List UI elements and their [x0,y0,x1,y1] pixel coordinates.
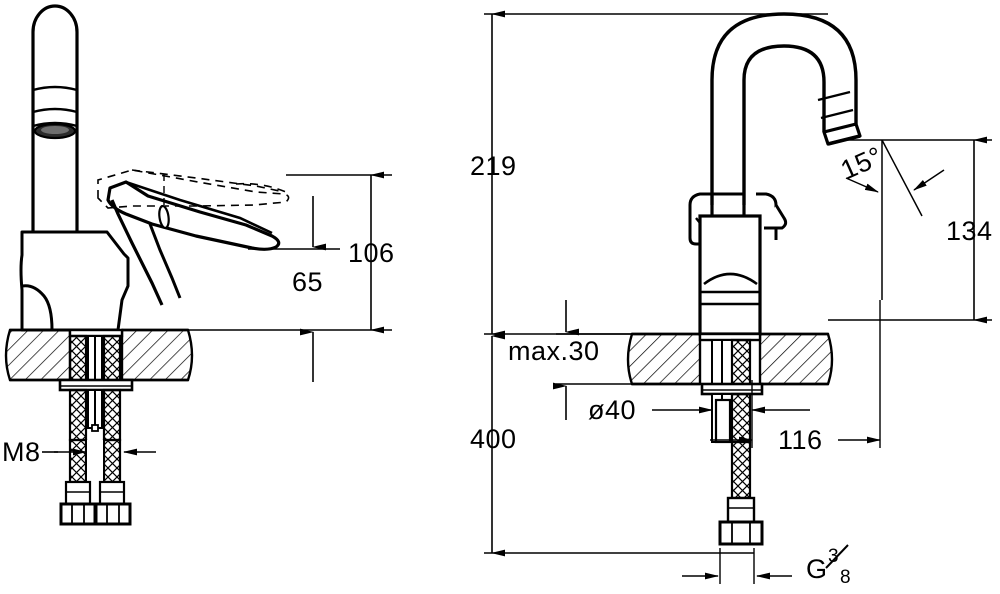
mounting-studs-left [58,328,134,526]
dimension-m8: M8 [2,437,156,467]
dimension-dia40-label: ø40 [588,395,636,425]
dimension-116-label: 116 [778,425,823,455]
body-casting-left [19,230,130,332]
dimension-219-label: 219 [470,151,517,181]
lever-handle-raised-phantom-left [97,169,290,209]
dimension-max30-label: max.30 [508,336,600,366]
dimension-g38-numerator: 3 [828,546,839,567]
mounting-studs-right [698,332,764,546]
dimension-400: 400 [470,332,754,557]
left-view-group: M8 65 106 [2,4,395,526]
right-view-group: 219 400 max.30 ø40 [470,10,993,588]
counter-section-right [626,332,834,386]
dimension-134: 134 [828,136,993,324]
dimension-65-label: 65 [292,267,323,297]
dimension-max30: max.30 [508,300,632,420]
dimension-65: 65 [186,196,340,382]
lever-collar-right [688,192,788,336]
dimension-400-label: 400 [470,424,517,454]
counter-section-left [4,328,194,382]
dimension-dia40: ø40 [588,395,810,425]
spout-tube-left [31,4,79,232]
dimension-g38: G 3 8 [682,544,851,588]
dimension-219: 219 [470,10,828,338]
dimension-134-label: 134 [946,216,993,246]
dimension-116: 116 [710,300,881,455]
lever-handle-left [106,180,281,306]
dimension-15deg-label: 15° [836,141,887,186]
dimension-15deg: 15° [836,139,945,300]
dimension-g38-denominator: 8 [840,567,851,588]
dimension-106-label: 106 [348,238,395,268]
dimension-106: 106 [286,171,395,334]
swan-neck-spout-right [710,12,862,205]
dimension-m8-label: M8 [2,437,41,467]
dimension-g38-letter: G [806,554,828,584]
